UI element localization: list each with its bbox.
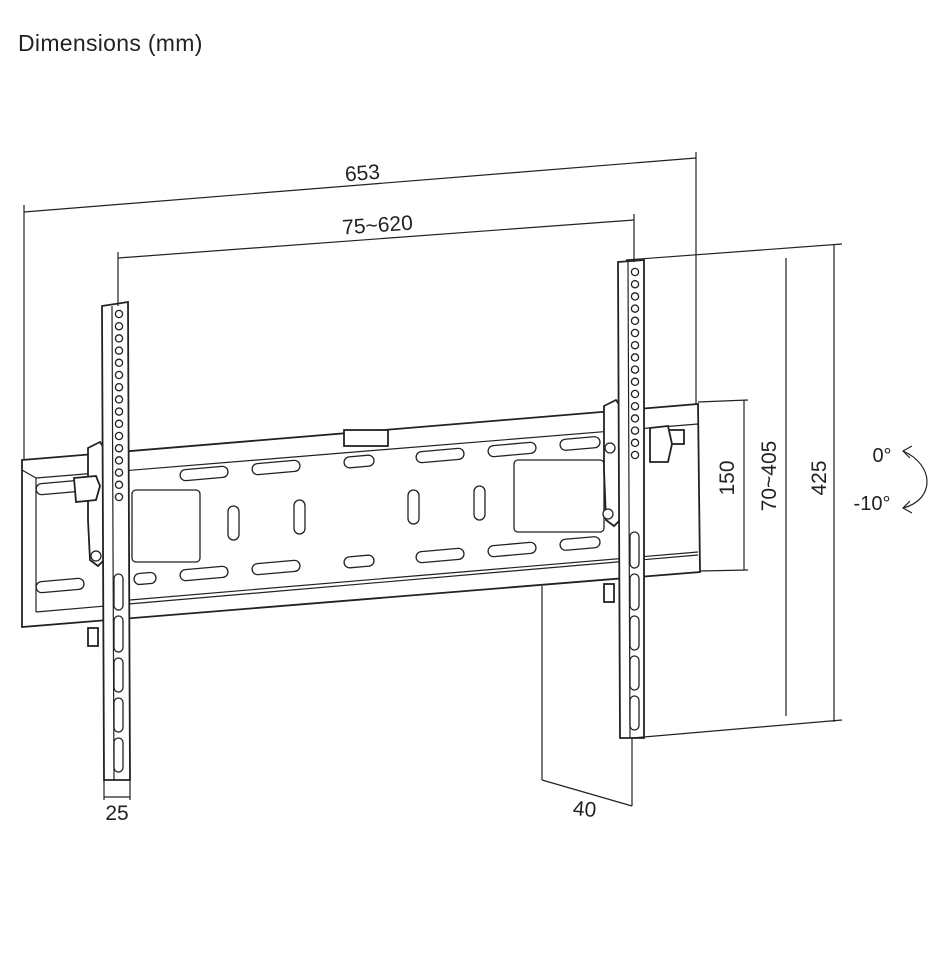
mount-hole xyxy=(114,370,124,380)
right-lower-tab xyxy=(603,583,615,603)
right-bolt-upper xyxy=(604,442,616,454)
mount-hole xyxy=(114,346,124,355)
plate-left-corner xyxy=(21,469,37,479)
label-overall-height: 425 xyxy=(808,460,831,495)
label-overall-width: 653 xyxy=(344,161,381,187)
mount-hole xyxy=(114,334,124,343)
label-tilt-lower: -10° xyxy=(854,493,891,515)
mount-hole xyxy=(630,401,640,411)
mount-hole xyxy=(114,456,124,465)
mount-hole xyxy=(630,450,640,460)
right-cutout xyxy=(513,459,605,533)
mount-hole xyxy=(114,395,124,404)
mount-hole xyxy=(114,468,124,477)
mount-hole xyxy=(114,407,124,416)
mount-hole xyxy=(114,321,124,331)
mount-hole xyxy=(630,279,640,289)
mount-hole xyxy=(114,382,124,392)
dimension-lines xyxy=(23,152,843,807)
mount-hole xyxy=(630,414,640,423)
lower-rail-edge-2 xyxy=(129,551,699,601)
label-vesa-vertical: 70~405 xyxy=(758,441,781,512)
mount-hole xyxy=(630,377,640,387)
center-clip xyxy=(343,429,389,447)
mount-hole xyxy=(630,426,640,435)
tilt-arc xyxy=(902,450,928,509)
mount-hole xyxy=(630,292,640,301)
mount-hole xyxy=(630,438,640,448)
wall-plate xyxy=(21,403,701,628)
right-arm xyxy=(602,259,673,739)
mount-hole xyxy=(114,431,124,441)
left-side-bracket xyxy=(87,440,105,568)
left-tilt-knob xyxy=(73,475,101,503)
label-vesa-horizontal: 75~620 xyxy=(341,212,413,240)
mount-hole xyxy=(630,340,640,350)
left-arm-holes xyxy=(114,309,124,502)
lower-rail-edge xyxy=(35,554,699,613)
mount-hole xyxy=(630,389,640,399)
left-lower-tab xyxy=(87,627,99,647)
mount-hole xyxy=(630,304,640,313)
label-arm-width: 25 xyxy=(105,802,128,825)
mount-hole xyxy=(630,316,640,326)
bottom-slot-row xyxy=(35,536,601,594)
mount-hole xyxy=(630,328,640,338)
mount-hole xyxy=(630,365,640,374)
left-cutout xyxy=(131,489,201,563)
label-tilt-upper: 0° xyxy=(872,445,891,467)
tilt-arrow-head-bottom xyxy=(902,500,913,514)
mount-hole xyxy=(630,353,640,362)
tilt-arrow-head-top xyxy=(902,445,913,459)
right-arm-holes xyxy=(630,267,640,460)
label-plate-height: 150 xyxy=(716,460,739,495)
vertical-slots xyxy=(227,485,486,541)
tilt-indicator xyxy=(902,445,928,514)
mount-hole xyxy=(114,309,124,319)
right-side-bracket xyxy=(603,398,621,528)
left-bolt xyxy=(90,550,102,562)
mount-hole xyxy=(114,419,124,429)
upper-rail-edge xyxy=(35,423,699,479)
mount-hole xyxy=(630,267,640,277)
right-arm-slots xyxy=(629,531,640,731)
mount-hole xyxy=(114,443,124,453)
page-title: Dimensions (mm) xyxy=(18,30,203,56)
mount-hole xyxy=(114,358,124,368)
label-wall-distance: 40 xyxy=(572,797,597,822)
left-arm-slots xyxy=(113,573,124,773)
mount-hole xyxy=(114,492,124,502)
top-slot-row xyxy=(35,436,601,496)
mount-hole xyxy=(114,480,124,490)
left-arm xyxy=(73,300,131,781)
right-tilt-knob xyxy=(649,425,673,463)
right-bolt-lower xyxy=(602,508,614,520)
